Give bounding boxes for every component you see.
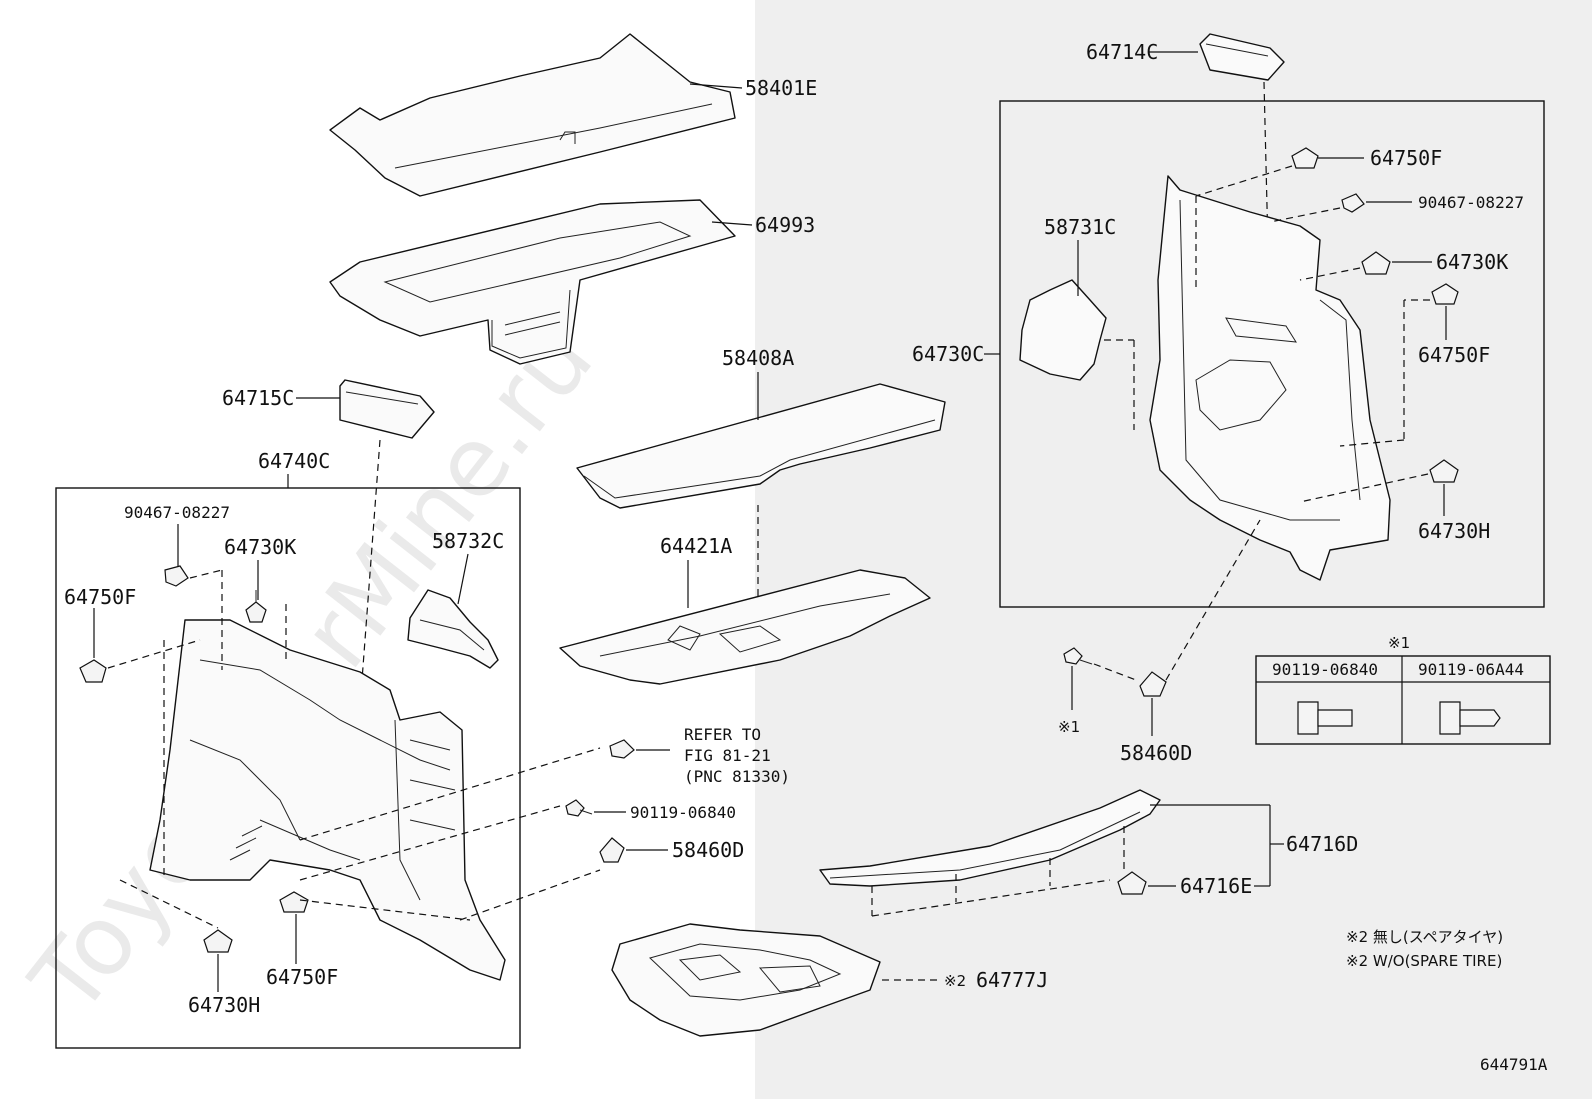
refer-line1: REFER TO xyxy=(684,725,761,744)
leader-58401E xyxy=(689,83,743,89)
guide-64716D-b xyxy=(871,879,1111,917)
label-64715C: 64715C xyxy=(222,386,294,410)
label-64421A: 64421A xyxy=(660,534,732,558)
label-64750F-right: 64750F xyxy=(1418,343,1490,367)
clip-90467-right[interactable] xyxy=(1341,193,1365,213)
refer-line3: (PNC 81330) xyxy=(684,767,790,786)
label-58731C: 58731C xyxy=(1044,215,1116,239)
clip-refer-81330[interactable] xyxy=(609,739,635,759)
clip-64730K-left[interactable] xyxy=(245,590,267,623)
bolt-table-mark: ※1 xyxy=(1388,634,1410,652)
part-58408A[interactable] xyxy=(576,383,946,509)
clip-64750F-top[interactable] xyxy=(1291,147,1319,169)
bolt-icon-90119-06840 xyxy=(1297,701,1353,735)
part-58460D-right[interactable] xyxy=(1139,671,1167,697)
guide-64715C xyxy=(361,439,381,681)
figure-id: 644791A xyxy=(1480,1055,1548,1074)
part-right-quarter-trim[interactable] xyxy=(1149,175,1391,581)
part-64715C[interactable] xyxy=(339,379,435,439)
label-mark1-bolt: ※1 xyxy=(1058,718,1080,736)
label-64716E: 64716E xyxy=(1180,874,1252,898)
guide-64730K-right xyxy=(1299,267,1361,281)
clip-64730H-left[interactable] xyxy=(203,929,233,953)
label-64993: 64993 xyxy=(755,213,815,237)
label-58460D-mid: 58460D xyxy=(672,838,744,862)
guide-58460D-right xyxy=(1165,519,1261,681)
label-64777J-mark: ※2 xyxy=(944,972,966,990)
label-58460D-right: 58460D xyxy=(1120,741,1192,765)
label-64716D: 64716D xyxy=(1286,832,1358,856)
part-58731C[interactable] xyxy=(1019,279,1107,381)
label-58732C: 58732C xyxy=(432,529,504,553)
clip-64716E[interactable] xyxy=(1117,871,1147,895)
clip-64730H-right[interactable] xyxy=(1429,459,1459,483)
label-58408A: 58408A xyxy=(722,346,794,370)
guide-64730H-right xyxy=(1299,473,1429,503)
label-58401E: 58401E xyxy=(745,76,817,100)
guide-64750F-right-h xyxy=(1339,439,1405,447)
label-90119-mid: 90119-06840 xyxy=(630,803,736,822)
label-90467-left: 90467-08227 xyxy=(124,503,230,522)
part-58460D-mid[interactable] xyxy=(599,837,625,863)
guide-left-to-cap xyxy=(459,869,601,921)
clip-90467-left[interactable] xyxy=(164,565,189,587)
guide-64730H-left xyxy=(119,879,219,929)
guide-left-bottom xyxy=(299,899,471,921)
guide-64750F-top xyxy=(1195,165,1293,197)
label-64750F-top: 64750F xyxy=(1370,146,1442,170)
clip-64750F-right[interactable] xyxy=(1431,283,1459,305)
leader-64993 xyxy=(711,221,753,226)
bolt-90119-06840-mid[interactable] xyxy=(565,799,593,817)
guide-90467-left xyxy=(189,569,223,579)
part-64993[interactable] xyxy=(329,199,736,365)
part-64777J[interactable] xyxy=(611,923,881,1037)
clip-64730K-right[interactable] xyxy=(1361,251,1391,275)
part-64421A[interactable] xyxy=(559,569,931,685)
part-58401E[interactable] xyxy=(329,33,736,197)
part-58732C[interactable] xyxy=(407,589,499,669)
label-64730H-right: 64730H xyxy=(1418,519,1490,543)
bolt-reference-table: ※1 90119-06840 90119-06A44 xyxy=(1255,634,1551,745)
guide-mark1-bolt xyxy=(1093,663,1137,681)
guide-64750F-left xyxy=(107,639,201,669)
label-64730K-left: 64730K xyxy=(224,535,296,559)
guide-left-to-bolt xyxy=(299,805,561,881)
label-64777J: 64777J xyxy=(976,968,1048,992)
part-64714C[interactable] xyxy=(1199,33,1285,81)
label-64730K-right: 64730K xyxy=(1436,250,1508,274)
label-64714C: 64714C xyxy=(1086,40,1158,64)
guide-90467-right xyxy=(1269,207,1341,223)
note-line1: ※2 無し(スペアタイヤ) xyxy=(1346,928,1503,946)
bolt-mark1-right[interactable] xyxy=(1063,647,1093,665)
clip-64750F-left[interactable] xyxy=(79,659,107,683)
note-line2: ※2 W/O(SPARE TIRE) xyxy=(1346,952,1502,970)
label-64740C: 64740C xyxy=(258,449,330,473)
bolt-table-col1: 90119-06840 xyxy=(1272,660,1378,679)
bolt-icon-90119-06A44 xyxy=(1439,701,1501,735)
bolt-table-frame xyxy=(1255,655,1551,745)
label-64730C: 64730C xyxy=(912,342,984,366)
label-64750F-bottom: 64750F xyxy=(266,965,338,989)
clip-64750F-bottom[interactable] xyxy=(279,891,309,913)
refer-line2: FIG 81-21 xyxy=(684,746,771,765)
label-90467-right: 90467-08227 xyxy=(1418,193,1524,212)
label-64730H-left: 64730H xyxy=(188,993,260,1017)
leader-58732C xyxy=(457,553,469,605)
part-left-quarter-trim[interactable] xyxy=(149,619,506,981)
bolt-table-col2: 90119-06A44 xyxy=(1418,660,1524,679)
label-64750F-left: 64750F xyxy=(64,585,136,609)
part-64716D[interactable] xyxy=(819,789,1161,887)
guide-left-to-clip xyxy=(299,747,601,841)
